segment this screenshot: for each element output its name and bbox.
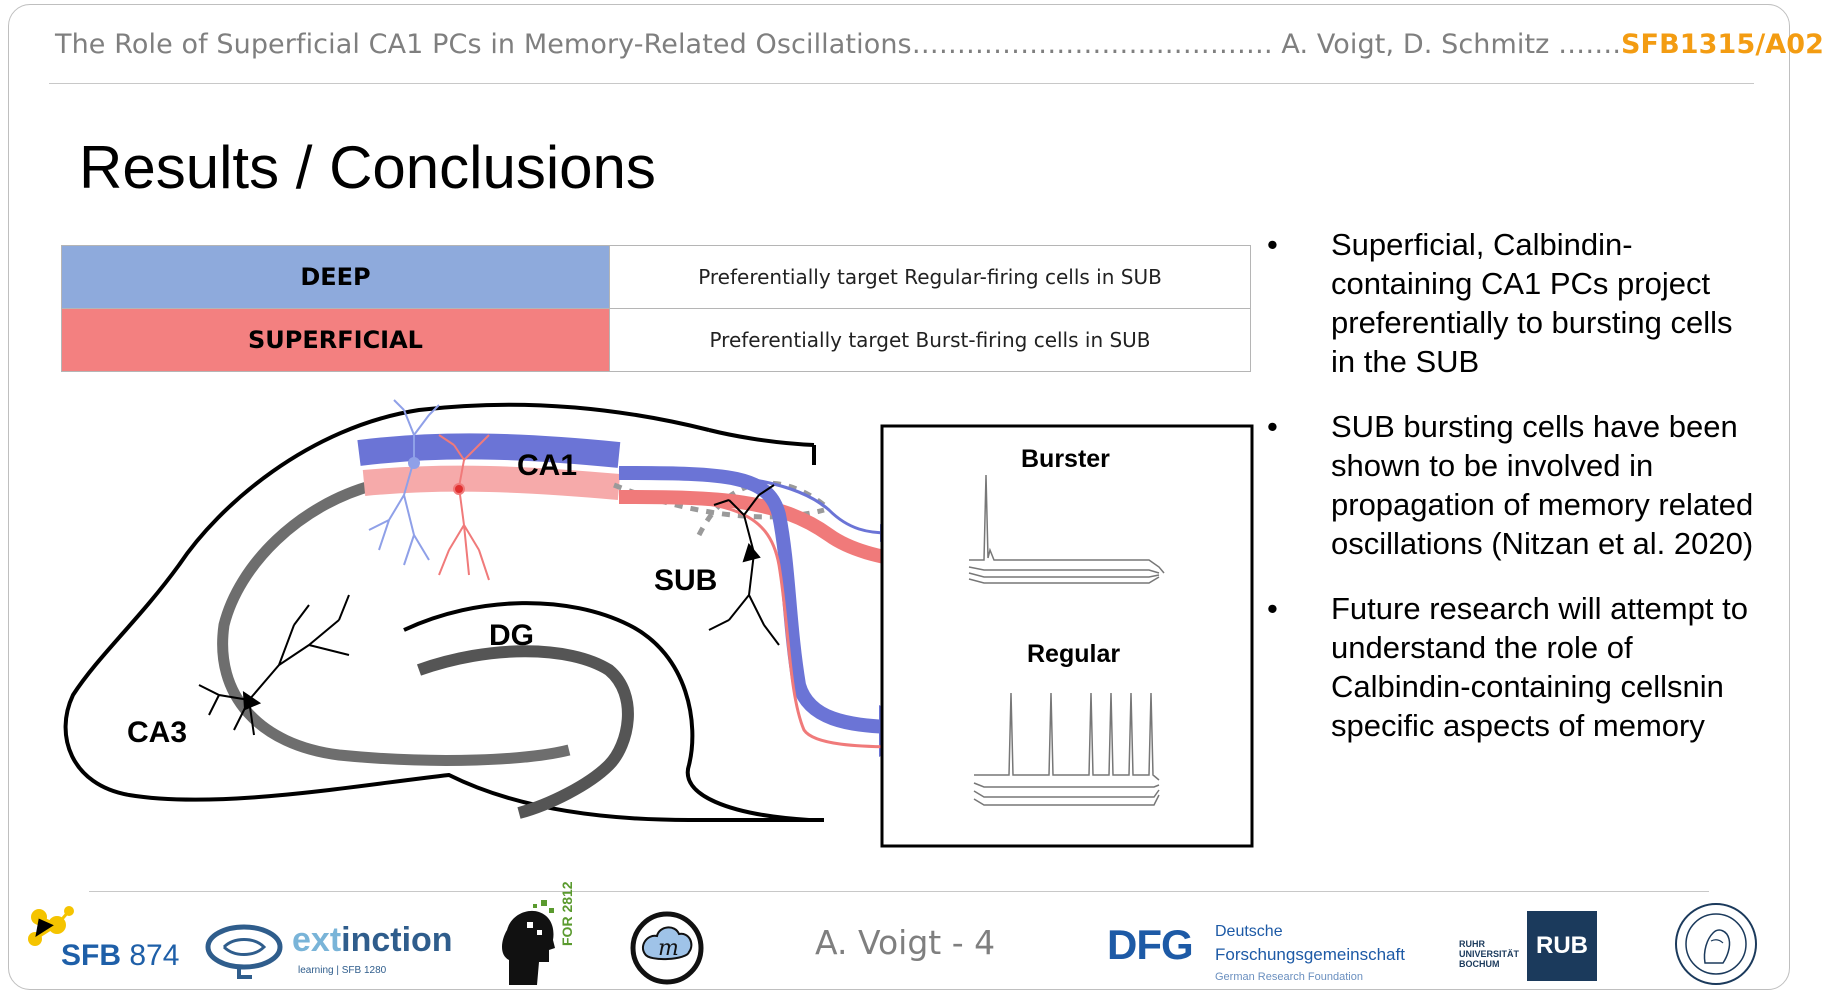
extinction-word-a: ext (292, 921, 342, 959)
dfg-abbr: DFG (1107, 921, 1194, 968)
dfg-line3: German Research Foundation (1215, 971, 1363, 983)
sfb874-text: SFB 874 (61, 939, 179, 973)
slide: The Role of Superficial CA1 PCs in Memor… (8, 4, 1824, 991)
head-logo-icon (502, 900, 555, 985)
dfg-line1: Deutsche (1215, 923, 1283, 940)
list-item: • Superficial, Calbindin-containing CA1 … (1259, 225, 1759, 381)
dg-band (416, 645, 634, 819)
extinction-logo: extinction learning | SFB 1280 (204, 915, 464, 985)
svg-text:m: m (658, 936, 679, 961)
hippocampus-diagram: CA1 SUB DG CA3 Burster Regular (63, 399, 1254, 848)
header-divider (49, 83, 1754, 84)
superficial-pyramidal-neuron (438, 434, 490, 581)
header-text: The Role of Superficial CA1 PCs in Memor… (55, 29, 1622, 60)
table-row: DEEP Preferentially target Regular-firin… (61, 245, 1251, 309)
ca1-label: CA1 (517, 449, 577, 482)
dg-label: DG (489, 619, 534, 652)
superficial-thick-arrow (618, 490, 916, 570)
conclusion-bullets: • Superficial, Calbindin-containing CA1 … (1259, 225, 1759, 771)
for2812-text: FOR 2812 (559, 881, 575, 946)
list-item: • Future research will attempt to unders… (1259, 589, 1759, 745)
page-label: A. Voigt - 4 (815, 923, 996, 962)
dg-outline (403, 601, 810, 822)
bullet-symbol: • (1267, 227, 1278, 262)
sfb874-logo-icon (28, 906, 74, 946)
slide-title: Results / Conclusions (79, 134, 656, 201)
deep-pyramidal-neuron (368, 399, 440, 566)
table-row: SUPERFICIAL Preferentially target Burst-… (61, 308, 1251, 372)
deep-thick-arrow (618, 466, 890, 734)
bullet-symbol: • (1267, 409, 1278, 444)
bullet-text: Future research will attempt to understa… (1331, 591, 1748, 743)
firing-pattern-panel (880, 424, 1254, 848)
rub-box: RUB (1527, 911, 1597, 981)
bullet-text: SUB bursting cells have been shown to be… (1331, 409, 1754, 561)
sfb874-number: 874 (121, 939, 180, 972)
bullet-symbol: • (1267, 591, 1278, 626)
sub-label: SUB (654, 564, 717, 597)
ca3-label: CA3 (127, 716, 187, 749)
humboldt-seal (1673, 901, 1761, 989)
list-item: • SUB bursting cells have been shown to … (1259, 407, 1759, 563)
extinction-wordmark: extinction (292, 921, 453, 960)
dfg-line2: Forschungsgemeinschaft (1215, 945, 1405, 964)
sfb874-logo: SFB 874 (21, 903, 191, 983)
m-logo: m (629, 910, 709, 990)
comparison-table: DEEP Preferentially target Regular-firin… (61, 245, 1251, 372)
header-project: SFB1315/A02 (1621, 29, 1824, 60)
ca1-deep-band (357, 433, 621, 468)
extinction-subtitle: learning | SFB 1280 (298, 965, 387, 976)
regular-label: Regular (1027, 640, 1120, 668)
sub-dotted-region (696, 480, 826, 537)
deep-label: DEEP (61, 245, 610, 309)
for2812-logo: FOR 2812 (499, 881, 589, 990)
burster-trace (968, 474, 1165, 584)
bullet-text: Superficial, Calbindin-containing CA1 PC… (1331, 227, 1733, 379)
outline-segment (708, 428, 815, 447)
humboldt-seal-icon (1675, 903, 1757, 985)
superficial-label: SUPERFICIAL (61, 308, 610, 372)
hippocampus-outline (63, 402, 824, 822)
brain-logo-icon (205, 924, 283, 979)
superficial-description: Preferentially target Burst-firing cells… (609, 308, 1251, 372)
ca3-neuron (198, 594, 350, 736)
deep-description: Preferentially target Regular-firing cel… (609, 245, 1251, 309)
ca1-superficial-band (362, 465, 621, 500)
slide-header: The Role of Superficial CA1 PCs in Memor… (55, 29, 1824, 65)
burster-label: Burster (1021, 445, 1110, 473)
m-cloud-logo-icon: m (630, 911, 704, 985)
sub-neuron (708, 484, 780, 646)
rub-small-text: RUHR UNIVERSITÄT BOCHUM (1459, 939, 1520, 969)
dfg-logo: DFG Deutsche Forschungsgemeinschaft Germ… (1107, 921, 1407, 991)
sfb874-prefix: SFB (61, 939, 121, 972)
superficial-thin-arrow (618, 495, 905, 749)
rub-logo: RUHR UNIVERSITÄT BOCHUM RUB (1459, 911, 1599, 983)
extinction-word-b: inction (341, 921, 453, 959)
regular-trace (973, 692, 1160, 806)
footer-divider (89, 891, 1709, 892)
